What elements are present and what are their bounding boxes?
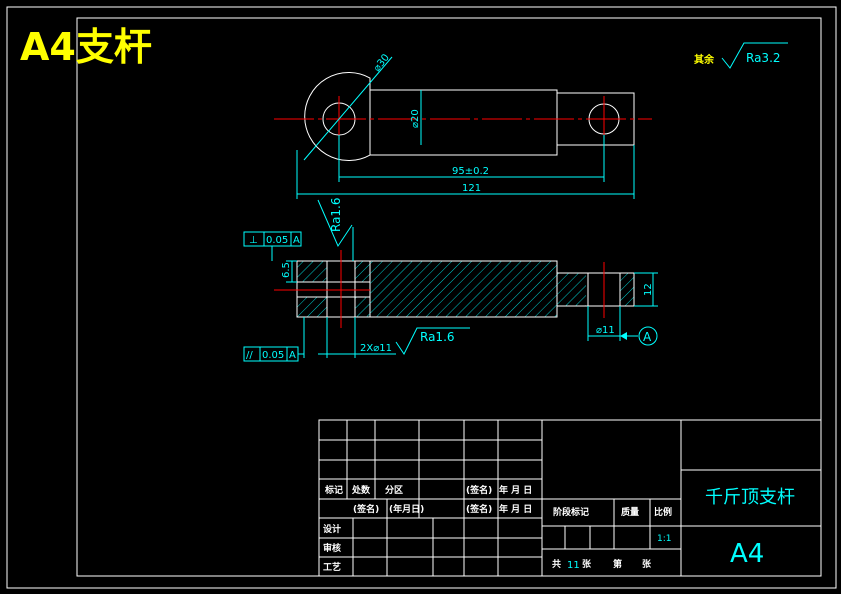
- top-view: ⌀30 ⌀20 95±0.2 121: [274, 52, 652, 199]
- tb-scale: 1:1: [657, 534, 671, 544]
- tb-qianming: (签名): [466, 484, 492, 496]
- tb-zhang: 张: [582, 558, 592, 570]
- fcf-par-datum: A: [289, 350, 296, 361]
- hatch-left-top: [297, 261, 327, 282]
- tb-fenqu: 分区: [385, 484, 403, 496]
- tb-chushu: 处数: [351, 484, 371, 496]
- roughness-prefix: 其余: [694, 53, 715, 66]
- dim-hole-dia: ⌀30: [372, 52, 392, 74]
- tb-shenhe: 审核: [323, 542, 341, 554]
- paper-size: A4: [730, 539, 764, 569]
- dim-right: 12: [643, 283, 654, 296]
- roughness-symbol-left: [317, 199, 353, 248]
- roughness-left: Ra1.6: [329, 197, 343, 232]
- hatch-right-end: [620, 273, 634, 306]
- tb-nianyueri3: 年 月 日: [499, 503, 532, 515]
- roughness-value: Ra3.2: [746, 51, 781, 65]
- hatch-mid-top: [355, 261, 370, 282]
- general-roughness-note: 其余 Ra3.2: [694, 42, 788, 69]
- section-view: Ra1.6 ⊥ 0.05 A 6.5 12 ⌀11 A // 0.05: [243, 197, 658, 362]
- hatch-body: [370, 261, 586, 317]
- datum-triangle: [620, 332, 627, 340]
- tb-jieduan: 阶段标记: [553, 506, 589, 518]
- datum-circle: [638, 326, 658, 346]
- dim-total-length: 121: [462, 183, 481, 194]
- hatch-mid-bottom: [355, 297, 370, 317]
- fcf-perp-symbol: ⊥: [249, 235, 258, 246]
- fcf-perp-value: 0.05: [266, 235, 288, 246]
- dim-holes: 2X⌀11: [360, 343, 392, 354]
- datum-label: A: [643, 330, 652, 344]
- tb-biaoji: 标记: [324, 484, 343, 496]
- tb-qianming3: (签名): [466, 503, 492, 515]
- outer-frame: [6, 6, 837, 589]
- roughness-bottom: Ra1.6: [420, 330, 455, 344]
- tb-qianming2: (签名): [353, 503, 379, 515]
- tb-nianyueri: 年 月 日: [499, 484, 532, 496]
- tb-zhang2: 张: [642, 558, 652, 570]
- tb-gong: 共: [552, 558, 561, 570]
- fcf-par-symbol: //: [246, 350, 253, 361]
- fcf-par-value: 0.05: [262, 350, 284, 361]
- roughness-symbol: [721, 42, 788, 69]
- tb-gongyi: 工艺: [323, 561, 341, 573]
- tb-sheji: 设计: [323, 523, 341, 535]
- tb-bili: 比例: [654, 506, 672, 518]
- dim-hole: ⌀11: [596, 325, 615, 336]
- tb-nianyueri2: (年月日): [389, 503, 424, 515]
- tb-di: 第: [613, 558, 622, 570]
- dim-width: ⌀20: [410, 109, 421, 128]
- dim-center-distance: 95±0.2: [452, 166, 489, 177]
- dim-left: 6.5: [281, 262, 292, 278]
- part-name: 千斤顶支杆: [705, 487, 795, 508]
- fcf-perp-datum: A: [293, 235, 300, 246]
- tb-sheets: 11: [567, 560, 580, 571]
- roughness-symbol-bottom: [395, 327, 470, 355]
- dia30-leader: [303, 56, 393, 161]
- title-block: [318, 419, 822, 577]
- tb-zhiliang: 质量: [621, 506, 639, 518]
- top-view-outline: [304, 72, 635, 161]
- hatch-left-bottom: [297, 297, 327, 317]
- title-block-text: 标记 处数 分区 (签名) 年 月 日 (签名) (年月日) (签名) 年 月 …: [323, 484, 672, 573]
- sheet-title: A4支杆: [20, 25, 152, 69]
